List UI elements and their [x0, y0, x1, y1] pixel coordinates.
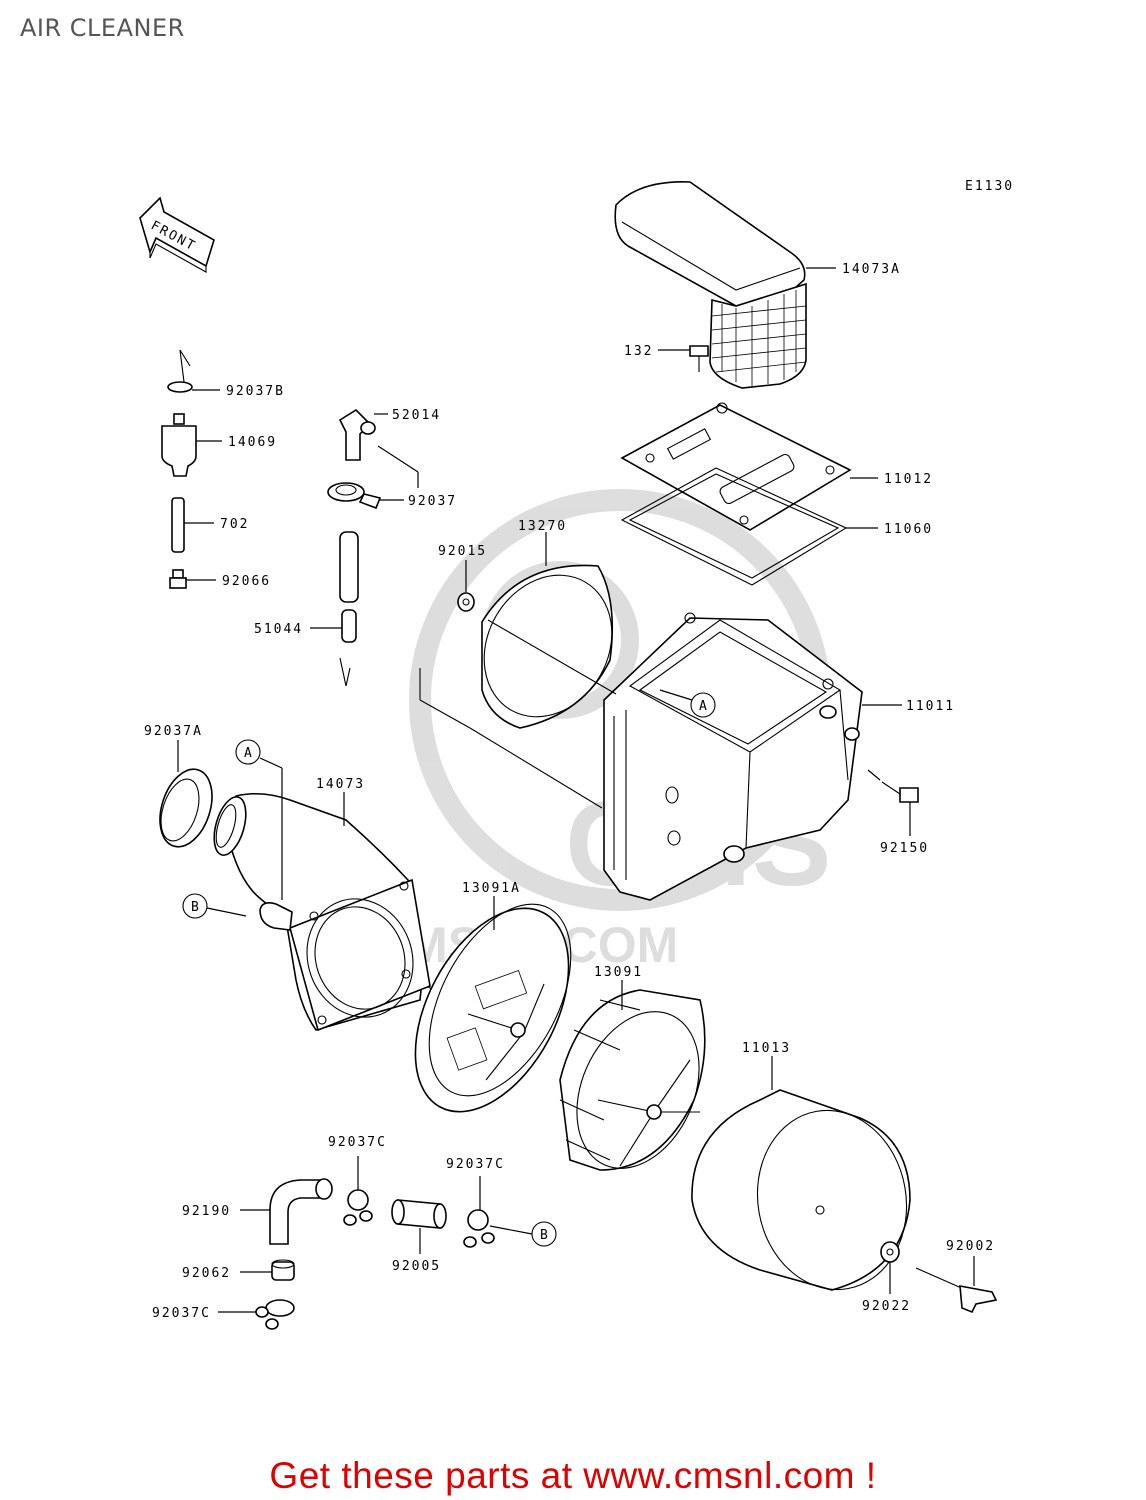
parts-diagram: CMS CMSNL.COM E1130 FRONT 14073A 132	[139, 179, 1014, 1330]
part-92037	[327, 482, 382, 510]
part-92190	[269, 1178, 333, 1245]
label-51044: 51044	[254, 622, 303, 637]
part-92037B	[167, 349, 193, 393]
part-51044	[339, 531, 359, 687]
part-14069	[161, 413, 197, 477]
label-11060: 11060	[884, 522, 933, 537]
marker-B-duct: B	[182, 893, 247, 919]
front-arrow-icon: FRONT	[139, 196, 215, 273]
part-702	[171, 497, 185, 553]
label-92190: 92190	[182, 1204, 231, 1219]
part-92037C-right	[463, 1209, 495, 1248]
label-13091A: 13091A	[462, 881, 521, 896]
marker-A-airbox: A	[659, 689, 716, 718]
label-702: 702	[220, 517, 249, 532]
part-92037C-left	[255, 1299, 295, 1330]
part-52014	[338, 408, 376, 461]
part-13091A	[414, 903, 572, 1113]
label-92150: 92150	[880, 841, 929, 856]
label-92037C-mid: 92037C	[328, 1135, 387, 1150]
label-92037A: 92037A	[144, 724, 203, 739]
part-92037C-mid	[343, 1189, 373, 1226]
part-92066	[169, 569, 187, 589]
label-92022: 92022	[862, 1299, 911, 1314]
part-92005	[391, 1199, 447, 1229]
label-13091: 13091	[594, 965, 643, 980]
page-title: AIR CLEANER	[20, 14, 185, 42]
label-92037B: 92037B	[226, 384, 285, 399]
part-13270	[481, 564, 614, 729]
part-14073A	[614, 181, 807, 389]
svg-text:B: B	[540, 1228, 550, 1243]
label-92062: 92062	[182, 1266, 231, 1281]
label-92037C-right: 92037C	[446, 1157, 505, 1172]
svg-text:B: B	[191, 900, 201, 915]
label-11013: 11013	[742, 1041, 791, 1056]
marker-B-clamp: B	[489, 1221, 557, 1247]
label-92037C-left: 92037C	[152, 1306, 211, 1321]
label-92002: 92002	[946, 1239, 995, 1254]
footer-link[interactable]: Get these parts at www.cmsnl.com !	[269, 1455, 877, 1496]
part-92022	[880, 1241, 900, 1263]
label-11011: 11011	[906, 699, 955, 714]
part-92150	[881, 781, 919, 803]
svg-text:A: A	[244, 746, 254, 761]
part-11011	[603, 612, 863, 901]
label-11012: 11012	[884, 472, 933, 487]
part-11013	[691, 1089, 911, 1291]
label-92015: 92015	[438, 544, 487, 559]
label-13270: 13270	[518, 519, 567, 534]
marker-A-duct: A	[235, 739, 283, 900]
label-92005: 92005	[392, 1259, 441, 1274]
part-92037A	[159, 768, 213, 848]
part-132	[689, 345, 709, 372]
label-92037: 92037	[408, 494, 457, 509]
label-14069: 14069	[228, 435, 277, 450]
part-92062	[271, 1259, 295, 1281]
part-92015	[457, 592, 475, 612]
label-132: 132	[624, 344, 653, 359]
part-13091	[559, 989, 706, 1171]
label-14073A: 14073A	[842, 262, 901, 277]
label-92066: 92066	[222, 574, 271, 589]
part-92002	[915, 1267, 998, 1314]
label-14073: 14073	[316, 777, 365, 792]
part-14073	[213, 792, 431, 1032]
part-11012	[620, 402, 852, 531]
label-52014: 52014	[392, 408, 441, 423]
diagram-code: E1130	[965, 179, 1014, 194]
svg-text:A: A	[699, 699, 709, 714]
